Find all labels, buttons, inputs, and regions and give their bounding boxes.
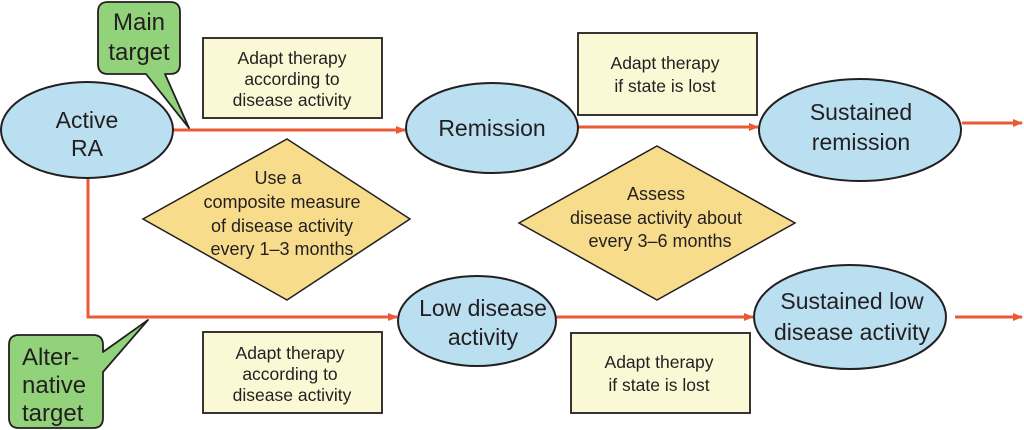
svg-text:Assess: Assess xyxy=(627,184,685,204)
svg-text:Sustained: Sustained xyxy=(810,99,912,125)
svg-text:according to: according to xyxy=(242,364,337,384)
svg-text:according to: according to xyxy=(244,69,339,89)
svg-text:disease activity: disease activity xyxy=(774,319,930,345)
svg-text:Low disease: Low disease xyxy=(419,295,547,321)
svg-text:Remission: Remission xyxy=(438,115,545,141)
svg-text:Adapt therapy: Adapt therapy xyxy=(236,343,345,363)
svg-text:Alter-: Alter- xyxy=(22,344,79,371)
svg-text:Active: Active xyxy=(56,107,119,133)
callout-main-target: Main target xyxy=(97,1,190,129)
svg-text:Adapt therapy: Adapt therapy xyxy=(611,53,720,73)
state-sustained-low-disease-activity: Sustained low disease activity xyxy=(753,264,947,370)
state-low-disease-activity: Low disease activity xyxy=(397,275,557,367)
svg-text:disease activity: disease activity xyxy=(233,385,352,405)
svg-text:Adapt therapy: Adapt therapy xyxy=(238,48,347,68)
svg-text:every 1–3 months: every 1–3 months xyxy=(210,239,353,259)
svg-text:disease activity about: disease activity about xyxy=(570,208,742,228)
box-adapt-top-right: Adapt therapy if state is lost xyxy=(577,32,758,116)
svg-text:if state is lost: if state is lost xyxy=(614,76,715,96)
svg-text:composite measure: composite measure xyxy=(203,192,360,212)
arrow-active-to-low-activity xyxy=(86,178,398,321)
box-adapt-top-left: Adapt therapy according to disease activ… xyxy=(202,37,383,119)
callout-alternative-target: Alter- native target xyxy=(8,319,149,429)
box-adapt-bottom-left: Adapt therapy according to disease activ… xyxy=(202,331,383,414)
diamond-assess: Assess disease activity about every 3–6 … xyxy=(517,145,797,301)
state-sustained-remission: Sustained remission xyxy=(758,78,962,182)
svg-text:target: target xyxy=(22,400,84,427)
svg-text:Use a: Use a xyxy=(254,168,302,188)
svg-text:native: native xyxy=(22,372,86,399)
svg-text:target: target xyxy=(108,39,170,66)
diamond-composite-measure: Use a composite measure of disease activ… xyxy=(141,138,412,301)
svg-text:every 3–6 months: every 3–6 months xyxy=(588,231,731,251)
svg-text:activity: activity xyxy=(448,324,519,350)
svg-text:Adapt therapy: Adapt therapy xyxy=(605,352,714,372)
svg-text:Main: Main xyxy=(113,9,165,36)
svg-text:RA: RA xyxy=(71,135,104,161)
state-remission: Remission xyxy=(405,82,579,174)
svg-text:if state is lost: if state is lost xyxy=(608,375,709,395)
box-adapt-bottom-right: Adapt therapy if state is lost xyxy=(570,332,751,414)
svg-text:disease activity: disease activity xyxy=(233,90,352,110)
svg-text:of disease activity: of disease activity xyxy=(211,216,353,236)
svg-text:remission: remission xyxy=(812,129,910,155)
state-active-ra: Active RA xyxy=(0,81,174,179)
svg-text:Sustained low: Sustained low xyxy=(780,288,924,314)
